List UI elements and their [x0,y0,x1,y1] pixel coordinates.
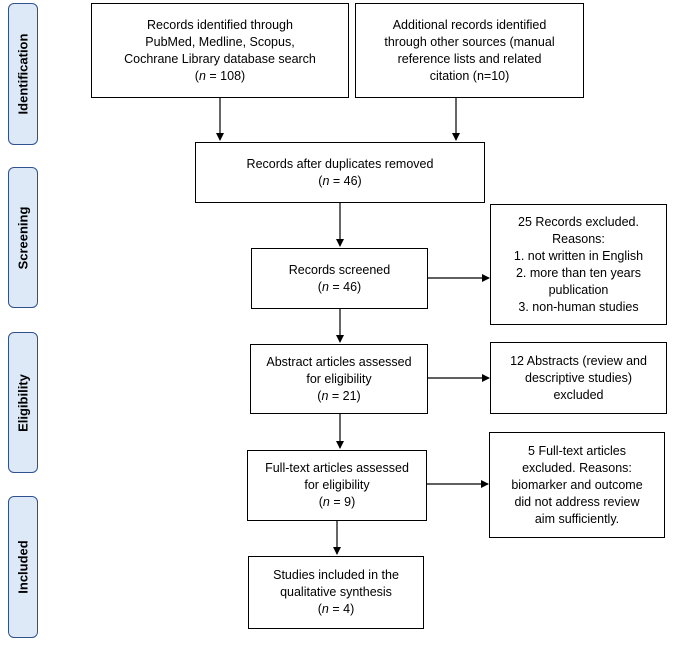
abstracts-excluded-box: 12 Abstracts (review and descriptive stu… [490,342,667,414]
box-line: descriptive studies) [525,370,632,385]
box-count: (n = 9) [318,495,356,509]
box-line: Records after duplicates removed [246,156,434,171]
box-line: publication [548,282,609,297]
box-line: PubMed, Medline, Scopus, [145,34,295,49]
screening-excluded-box: 25 Records excluded. Reasons: 1. not wri… [490,204,667,325]
box-line: 5 Full-text articles [528,443,626,458]
box-line: excluded [553,387,604,402]
box-count: (n = 21) [317,388,361,403]
phase-screening: Screening [8,167,38,308]
box-line: Reasons: [552,231,605,246]
box-count: (n = 4) [317,602,355,616]
box-line: Records screened [288,262,391,277]
box-line: 25 Records excluded. [518,214,639,229]
box-line: Cochrane Library database search [124,51,316,66]
records-screened-box: Records screened (n = 46) [251,248,428,309]
box-line: aim sufficiently. [534,511,620,526]
fulltext-excluded-box: 5 Full-text articles excluded. Reasons: … [489,432,665,538]
box-line: 2. more than ten years [515,265,642,280]
box-line: through other sources (manual [384,34,555,49]
fulltext-assessed-box: Full-text articles assessed for eligibil… [247,450,427,521]
box-count: (n = 108) [194,68,246,83]
box-line: Abstract articles assessed [266,354,412,369]
box-line: qualitative synthesis [280,585,392,599]
phase-included: Included [8,496,38,638]
abstracts-assessed-box: Abstract articles assessed for eligibili… [250,344,428,414]
box-line: excluded. Reasons: [522,460,632,475]
box-line: for eligibility [304,478,370,492]
box-line: Additional records identified [392,17,547,32]
box-line: 12 Abstracts (review and [510,353,647,368]
box-line: 3. non-human studies [518,299,639,314]
phase-eligibility: Eligibility [8,332,38,473]
box-line: 1. not written in English [513,248,644,263]
box-line: did not address review [514,494,640,509]
box-line: for eligibility [306,371,372,386]
additional-records-box: Additional records identified through ot… [355,3,584,98]
box-line: biomarker and outcome [511,477,643,492]
box-line: reference lists and related [397,51,542,66]
phase-identification: Identification [8,3,38,145]
box-line: citation (n=10) [429,68,510,83]
duplicates-removed-box: Records after duplicates removed (n = 46… [195,142,485,203]
records-identified-box: Records identified through PubMed, Medli… [91,3,349,98]
box-line: Full-text articles assessed [265,461,409,475]
box-line: Studies included in the [273,568,399,582]
studies-included-box: Studies included in the qualitative synt… [248,556,424,629]
box-line: Records identified through [147,17,293,32]
box-count: (n = 46) [318,173,362,188]
box-count: (n = 46) [317,279,362,294]
